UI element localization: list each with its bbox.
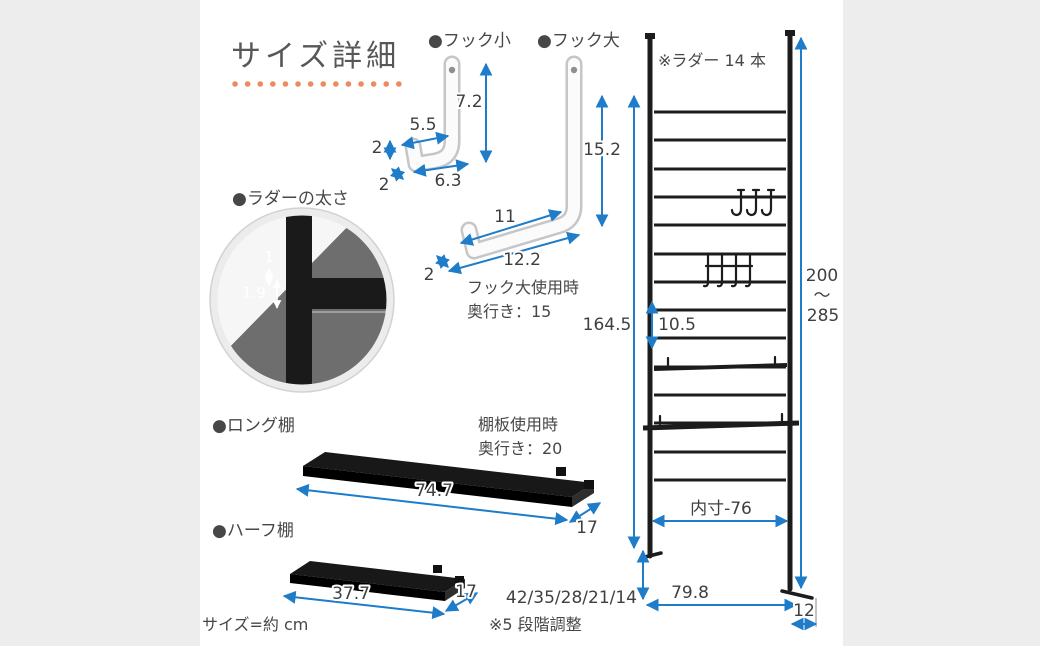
half-shelf-hook-tab [455,576,464,584]
dim-arrow-hook-large-arm [447,231,581,275]
page-title: サイズ詳細 [231,39,400,74]
left-margin-strip [0,0,200,646]
j-hook [730,188,746,217]
bracket-prong [730,252,738,288]
hook-large-height-value: 15.2 [583,140,621,160]
mounted-long-shelf [642,412,800,431]
half-shelf-depth-value: 17 [455,582,477,602]
bracket-prong [702,252,710,288]
rung-count-note: ※ラダー 14 本 [658,51,766,70]
dim-arrow-half-shelf-depth [444,592,479,612]
half-shelf-top [290,561,465,592]
hook-large-inner-value: 11 [494,207,516,227]
hook-large-usage-note-line2: 奥行き：15 [467,302,551,321]
j-hook [745,188,761,217]
hook-small-height-value: 7.2 [455,92,482,112]
leg-adjust-note: ※5 段階調整 [489,615,582,634]
depth-value: 12 [793,601,815,621]
long-shelf-depth-value: 17 [576,518,598,538]
height-min-value: 200 [806,266,838,286]
ladder-pole-closeup [286,215,312,385]
rung-pitch-value: 10.5 [658,315,696,335]
hook-large-tip-value: 2 [424,265,435,285]
height-tilde: 〜 [814,286,831,306]
height-max-value: 285 [807,306,839,326]
lens-ring-outer [209,207,395,393]
ladder-thickness-label: ●ラダーの太さ [232,189,349,209]
long-shelf-side [642,420,800,431]
ladder-rack-drawing [639,30,817,627]
hook-small-label: ●フック小 [428,31,511,51]
dim-arrow-hook-small-base-length [412,159,470,177]
mounted-half-shelf [653,355,788,371]
dim-arrow-long-shelf-depth [568,502,602,523]
dim-arrow-long-shelf-width [295,483,569,526]
j-hook [760,188,776,217]
ladder-length-value: 164.5 [583,315,632,335]
ladder-rung-closeup [312,278,387,309]
lens-content [217,215,387,385]
hook-small-tip-value: 2 [372,138,383,158]
hook-small-base-length-value: 6.3 [434,171,461,191]
long-shelf-hook-tab [556,467,566,476]
outer-width-value: 79.8 [671,583,709,603]
dim-arrow-hook-large-tip [435,254,450,269]
half-shelf-side [653,363,788,371]
dim-arrow-half-shelf-width [282,590,446,620]
ladder-side-thickness-value: 1.9 [242,284,266,302]
wire-hook-bracket [702,252,754,288]
ladder-thickness-lens: 1 1.9 [209,207,395,393]
hook-small-width-value: 5.5 [409,115,436,135]
shelf-usage-note-line2: 奥行き：20 [478,439,562,458]
bracket-prong [744,252,752,288]
long-shelf-label: ●ロング棚 [212,416,295,436]
ladder-front-thickness-value: 1 [264,248,274,266]
right-pole-foot [780,589,814,600]
hook-large-arm-value: 12.2 [503,250,541,270]
long-shelf-hook-tab [584,480,594,489]
size-unit-note: サイズ=約 cm [202,615,308,634]
shelf-usage-note-line1: 棚板使用時 [478,415,558,434]
dim-arrow-hook-small-width [400,131,450,150]
dim-arrow-hook-small-base-thickness [389,166,406,182]
bracket-prong [716,252,724,288]
half-shelf-hook-tab [433,565,442,573]
inner-width-value: 内寸-76 [690,499,752,519]
long-shelf-width-value: 74.7 [415,481,453,501]
hook-small-base-thickness-value: 2 [379,175,390,195]
lens-ring-inner [210,208,394,392]
hook-large-mount-hole [570,66,578,74]
hook-small-mount-hole [448,66,456,74]
half-shelf-label: ●ハーフ棚 [212,521,294,541]
hook-large-label: ●フック大 [537,31,620,51]
right-margin-strip [843,0,1040,646]
hook-large-usage-note-line1: フック大使用時 [467,278,579,297]
half-shelf-width-value: 37.7 [332,584,370,604]
leg-steps-value: 42/35/28/21/14 [506,588,637,608]
